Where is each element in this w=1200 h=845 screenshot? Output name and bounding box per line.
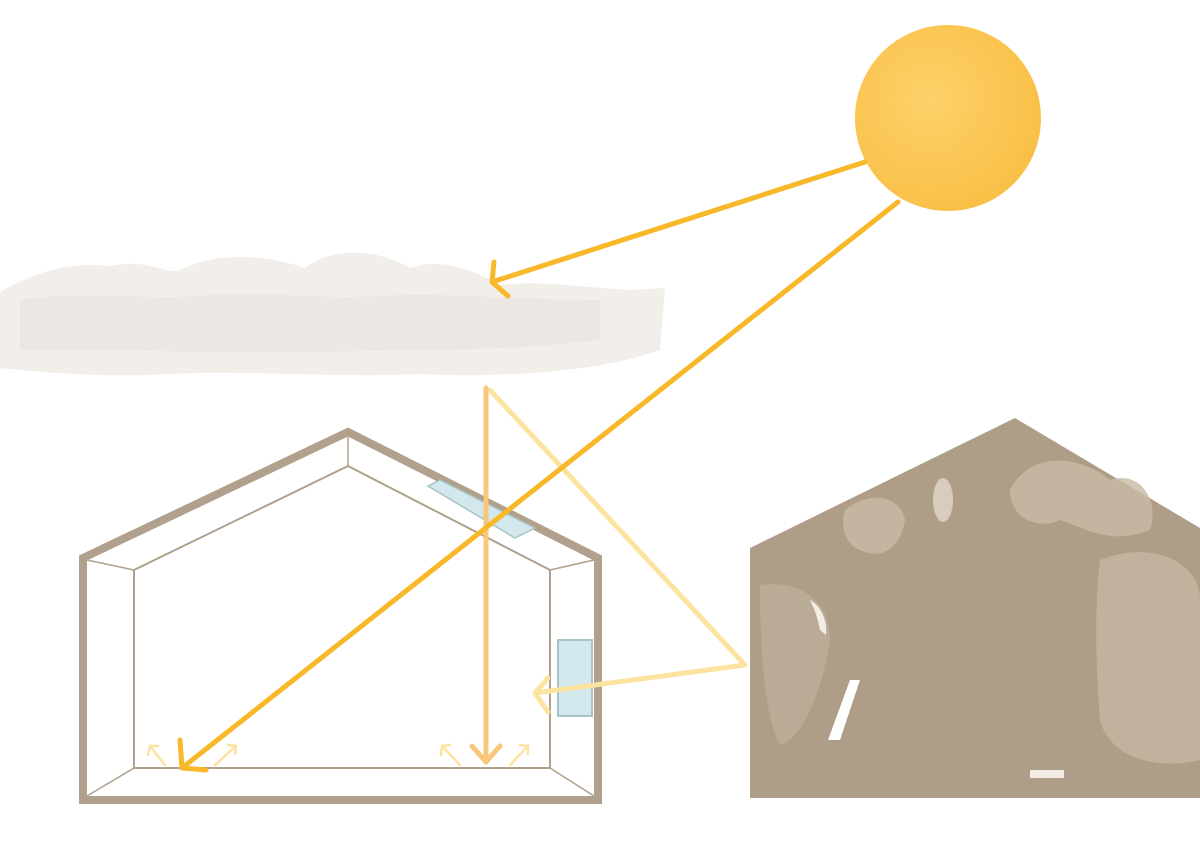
reflected-ray — [487, 387, 748, 715]
side-window — [557, 639, 593, 717]
scatter-arrows — [146, 743, 530, 767]
neighbor-building — [750, 418, 1200, 798]
cloud-shading — [20, 294, 600, 353]
direct-ray-to-floor — [177, 199, 901, 773]
house-section — [79, 427, 602, 804]
diffuse-ray — [469, 385, 503, 765]
sun-icon — [855, 25, 1041, 211]
direct-ray-to-cloud — [489, 159, 868, 299]
